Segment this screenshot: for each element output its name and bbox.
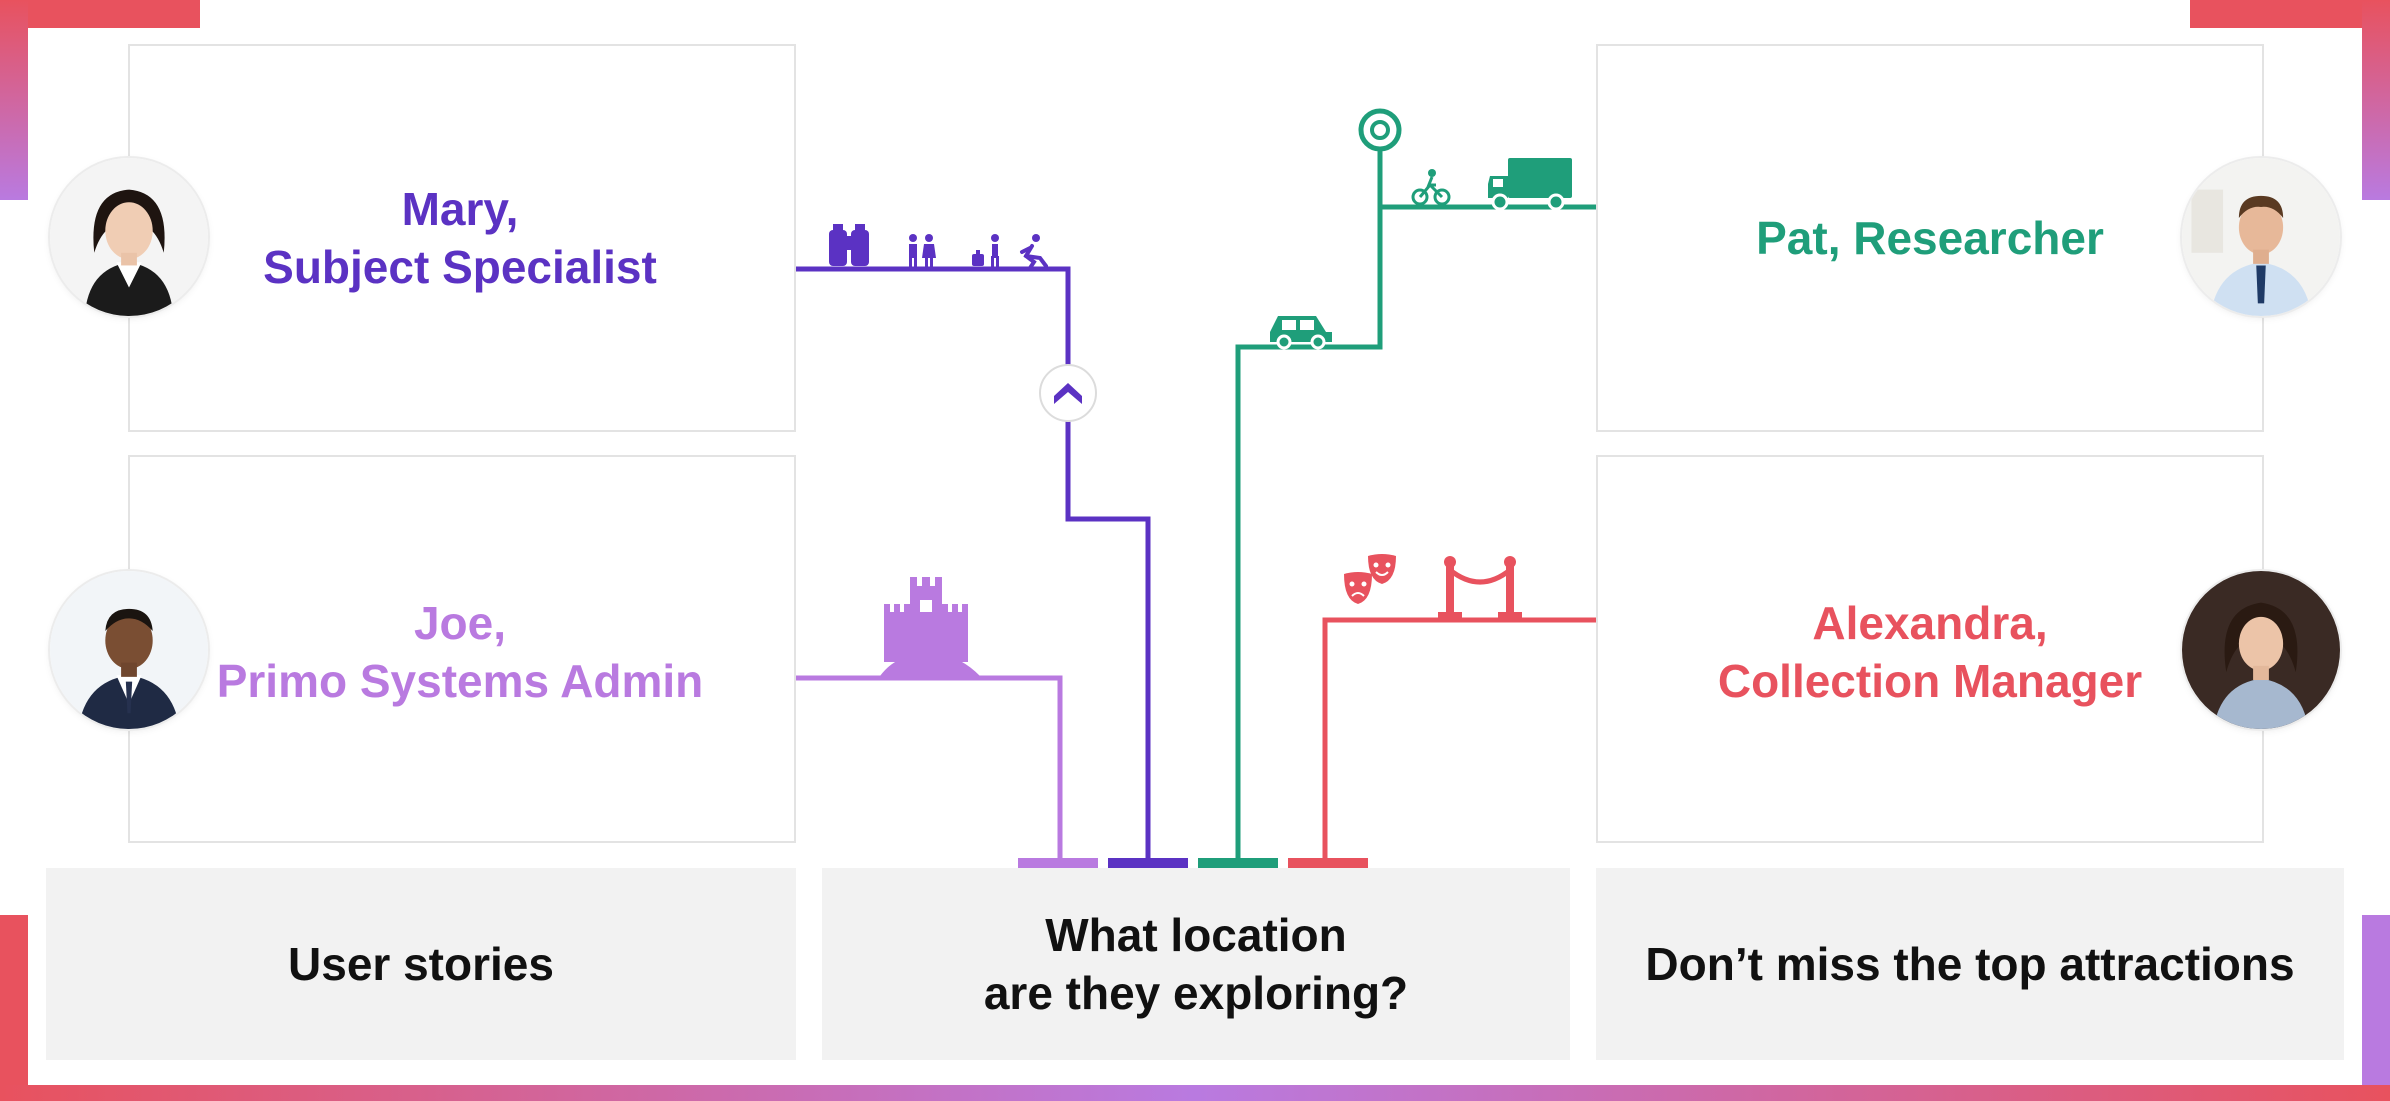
route-base-alexandra	[1288, 858, 1368, 868]
footer-user-stories: User stories	[288, 938, 554, 990]
route-line-joe	[796, 675, 1063, 864]
footer-box-left: User stories	[46, 868, 796, 1060]
binoculars-icon	[829, 224, 869, 266]
castle-icon	[880, 577, 980, 676]
footer-top-attractions: Don’t miss the top attractions	[1645, 938, 2295, 990]
footer-box-center: What location are they exploring?	[822, 868, 1570, 1060]
persona-name-mary: Mary, Subject Specialist	[263, 183, 657, 293]
frame-right-lower	[2362, 915, 2390, 1101]
route-base-joe	[1018, 858, 1098, 868]
avatar-alexandra	[2182, 571, 2340, 729]
map-pin-icon	[1358, 108, 1402, 152]
card-pat	[1596, 44, 2264, 432]
route-line-pat	[1235, 204, 1596, 864]
rope-barrier-icon	[1438, 556, 1522, 618]
car-icon	[1270, 316, 1332, 350]
bicycle-icon	[1411, 169, 1451, 206]
card-mary	[128, 44, 796, 432]
route-base-pat	[1198, 858, 1278, 868]
persona-name-joe: Joe, Primo Systems Admin	[216, 597, 704, 707]
frame-right-upper	[2362, 0, 2390, 200]
frame-left-lower	[0, 915, 28, 1101]
frame-bottom	[0, 1085, 2390, 1101]
theater-masks-icon	[1344, 554, 1396, 604]
card-alexandra	[1596, 455, 2264, 843]
avatar-joe	[50, 571, 208, 729]
chevron-up-icon	[1039, 364, 1097, 422]
route-line-alexandra	[1322, 617, 1596, 864]
route-line-mary	[796, 266, 1151, 864]
restroom-icon	[909, 234, 936, 267]
avatar-mary	[50, 158, 208, 316]
footer-box-right: Don’t miss the top attractions	[1596, 868, 2344, 1060]
footer-location-question: What location are they exploring?	[983, 909, 1409, 1019]
persona-name-alexandra: Alexandra, Collection Manager	[1717, 597, 2143, 707]
persona-name-pat: Pat, Researcher	[1756, 212, 2104, 264]
frame-top-left	[0, 0, 200, 28]
running-person-icon	[1020, 234, 1048, 270]
truck-icon	[1488, 158, 1572, 211]
frame-top-right	[2190, 0, 2390, 28]
traveler-icon	[972, 234, 999, 267]
frame-left-upper	[0, 0, 28, 200]
card-joe	[128, 455, 796, 843]
route-base-mary	[1108, 858, 1188, 868]
avatar-pat	[2182, 158, 2340, 316]
